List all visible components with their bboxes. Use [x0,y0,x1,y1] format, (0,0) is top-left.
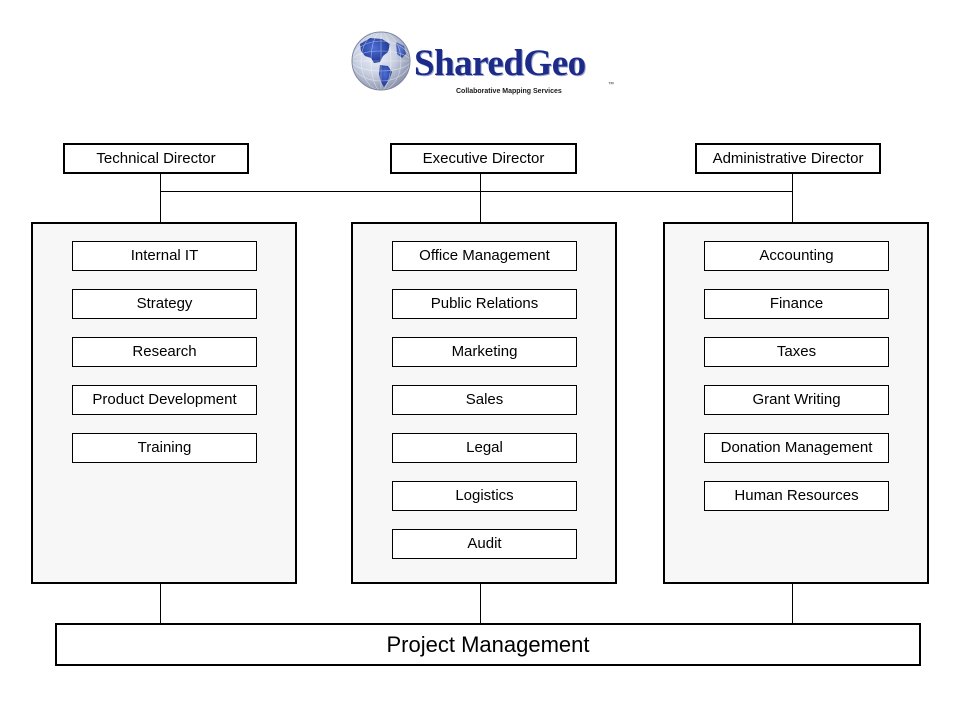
unit-internal-it: Internal IT [72,241,257,271]
unit-finance: Finance [704,289,889,319]
unit-taxes: Taxes [704,337,889,367]
unit-research: Research [72,337,257,367]
technical-pm-connector-line [160,584,161,623]
administrative-connector-line [792,174,793,222]
sharedgeo-logo: SharedGeo ™ Collaborative Mapping Servic… [350,30,620,100]
project-management-box: Project Management [55,623,921,666]
administrative-division-panel: Accounting Finance Taxes Grant Writing D… [663,222,929,584]
trademark-mark: ™ [608,82,614,88]
unit-marketing: Marketing [392,337,577,367]
executive-connector-line [480,174,481,222]
technical-division-panel: Internal IT Strategy Research Product De… [31,222,297,584]
brand-tagline: Collaborative Mapping Services [456,88,562,95]
technical-director-box: Technical Director [63,143,249,174]
executive-director-box: Executive Director [390,143,577,174]
technical-connector-line [160,174,161,222]
administrative-pm-connector-line [792,584,793,623]
unit-donation-management: Donation Management [704,433,889,463]
administrative-unit-list: Accounting Finance Taxes Grant Writing D… [704,241,889,529]
director-connector-line [160,191,793,192]
administrative-director-box: Administrative Director [695,143,881,174]
brand-name: SharedGeo [414,43,586,84]
unit-office-management: Office Management [392,241,577,271]
unit-grant-writing: Grant Writing [704,385,889,415]
unit-legal: Legal [392,433,577,463]
executive-division-panel: Office Management Public Relations Marke… [351,222,617,584]
unit-logistics: Logistics [392,481,577,511]
unit-human-resources: Human Resources [704,481,889,511]
unit-sales: Sales [392,385,577,415]
executive-unit-list: Office Management Public Relations Marke… [392,241,577,577]
unit-accounting: Accounting [704,241,889,271]
unit-product-development: Product Development [72,385,257,415]
unit-audit: Audit [392,529,577,559]
unit-training: Training [72,433,257,463]
unit-strategy: Strategy [72,289,257,319]
unit-public-relations: Public Relations [392,289,577,319]
executive-pm-connector-line [480,584,481,623]
globe-icon [351,31,411,91]
technical-unit-list: Internal IT Strategy Research Product De… [72,241,257,481]
